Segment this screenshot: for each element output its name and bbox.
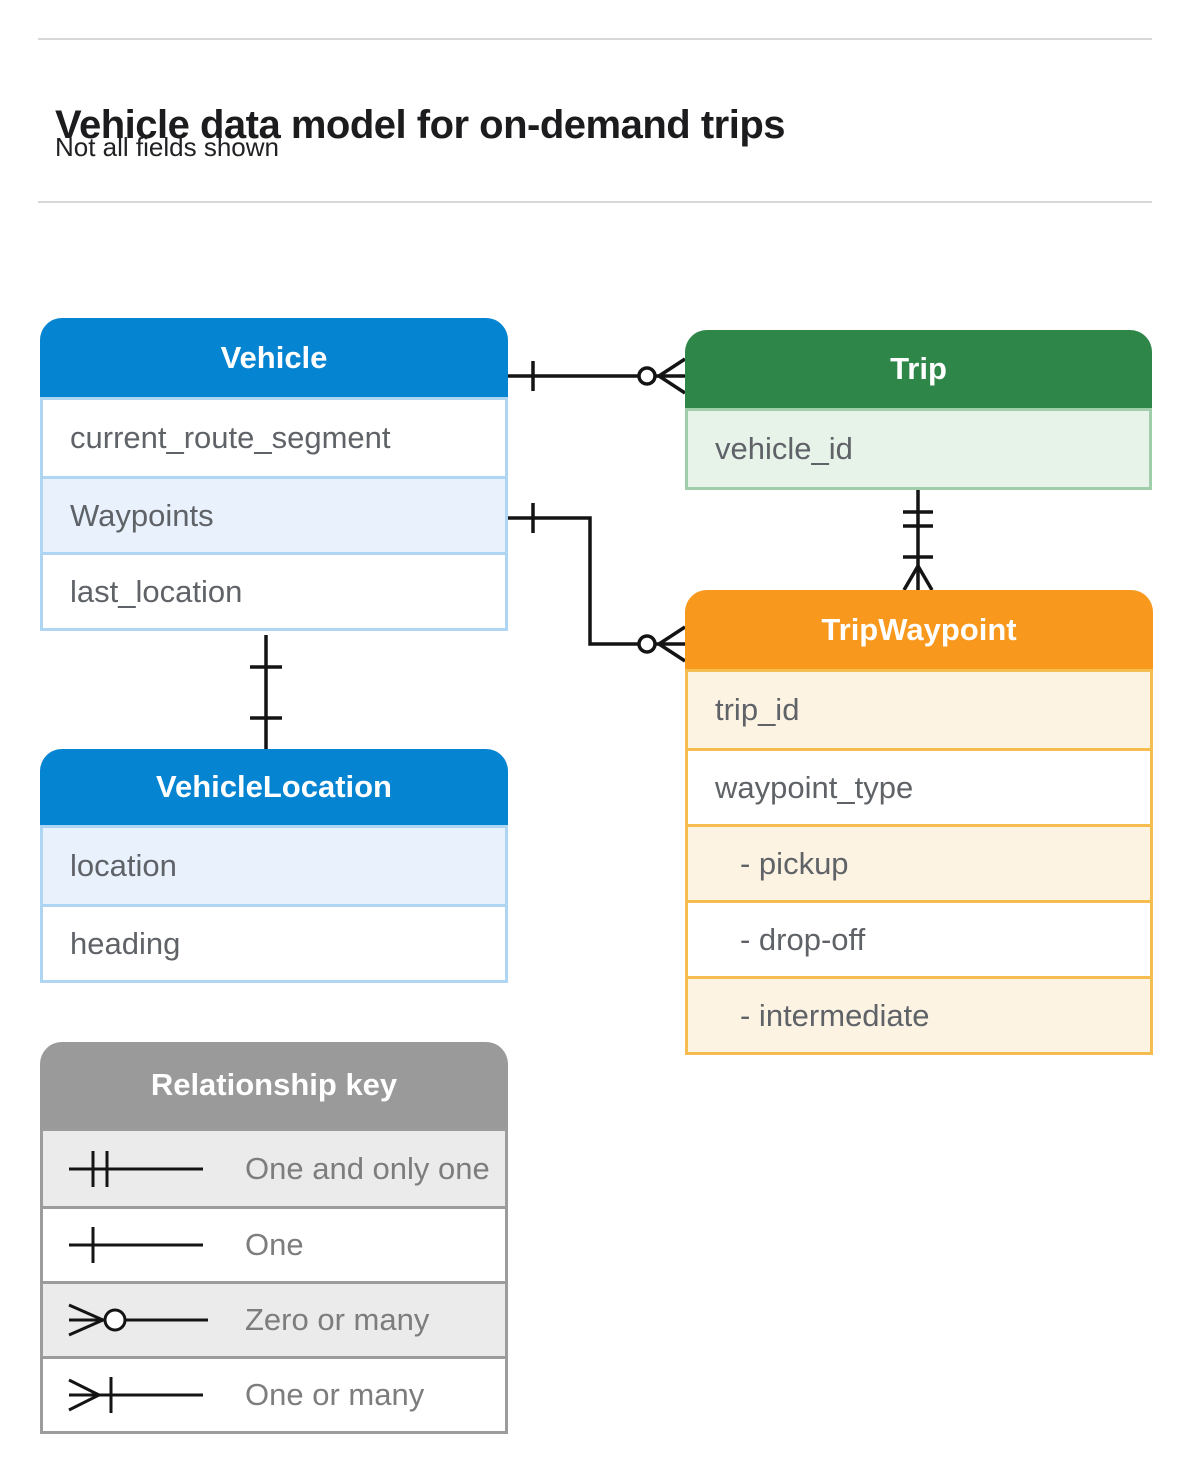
one-or-many-icon xyxy=(68,1377,203,1413)
relationship-key-rows: One and only one One Zero or many xyxy=(40,1128,508,1434)
field-heading: heading xyxy=(43,904,505,980)
field-current-route-segment: current_route_segment xyxy=(70,420,391,455)
connector-trip-tripwaypoint xyxy=(902,490,934,591)
one-icon xyxy=(69,1227,203,1263)
legend-label: One or many xyxy=(245,1377,425,1412)
tripwaypoint-table-header: TripWaypoint xyxy=(685,590,1153,669)
zero-or-many-icon xyxy=(68,1303,208,1337)
page-title: Vehicle data model for on-demand trips xyxy=(55,102,786,147)
vehiclelocation-table: VehicleLocation location heading xyxy=(40,749,508,983)
vehiclelocation-table-rows: location heading xyxy=(40,825,508,983)
connector-waypoints-tripwaypoint xyxy=(508,503,686,663)
header-divider xyxy=(38,201,1152,203)
legend-item-one: One xyxy=(43,1206,505,1281)
trip-table: Trip vehicle_id xyxy=(685,330,1152,490)
one-and-only-one-icon xyxy=(69,1150,203,1187)
relationship-key-header: Relationship key xyxy=(40,1042,508,1128)
relationship-key: Relationship key One and only one One xyxy=(40,1042,508,1434)
vehicle-table-header: Vehicle xyxy=(40,318,508,397)
legend-label: One and only one xyxy=(245,1150,490,1186)
value-drop-off: - drop-off xyxy=(688,900,1150,976)
field-waypoint-type: waypoint_type xyxy=(688,748,1150,824)
vehiclelocation-table-header: VehicleLocation xyxy=(40,749,508,825)
field-trip-id: trip_id xyxy=(688,672,1150,748)
connector-vehicle-vehiclelocation xyxy=(250,635,282,749)
value-pickup: - pickup xyxy=(688,824,1150,900)
trip-table-header: Trip xyxy=(685,330,1152,408)
legend-label: One xyxy=(245,1227,304,1262)
tripwaypoint-table: TripWaypoint trip_id waypoint_type - pic… xyxy=(685,590,1153,1055)
connector-vehicle-trip xyxy=(508,357,686,395)
legend-item-zero-or-many: Zero or many xyxy=(43,1281,505,1356)
top-divider xyxy=(38,38,1152,40)
field-vehicle-id: vehicle_id xyxy=(688,411,1149,487)
vehicle-table-rows: current_route_segment Waypoints last_loc… xyxy=(40,397,508,631)
field-waypoints: Waypoints xyxy=(43,476,505,552)
trip-table-rows: vehicle_id xyxy=(685,408,1152,490)
value-intermediate: - intermediate xyxy=(688,976,1150,1052)
vehicle-table: Vehicle current_route_segment Waypoints … xyxy=(40,318,508,631)
field-location: location xyxy=(43,828,505,904)
legend-label: Zero or many xyxy=(245,1302,430,1337)
legend-item-one-and-only-one: One and only one xyxy=(43,1131,505,1206)
page-subtitle: Not all fields shown xyxy=(55,132,279,162)
tripwaypoint-table-rows: trip_id waypoint_type - pickup - drop-of… xyxy=(685,669,1153,1055)
field-last-location: last_location xyxy=(43,552,505,628)
legend-item-one-or-many: One or many xyxy=(43,1356,505,1431)
